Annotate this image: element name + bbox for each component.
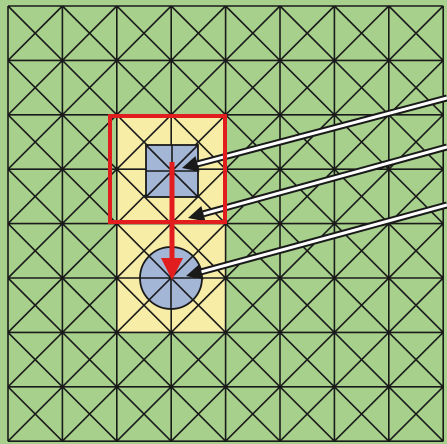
mesh-diagonal [388,59,444,116]
pointer-arrows [182,94,447,280]
mesh-diagonal [170,331,227,388]
mesh-diagonal [333,114,390,170]
mesh-diagonal [279,386,335,442]
mesh-diagonal [225,5,281,61]
pointer-head-icon [188,206,206,222]
mesh-diagonal [116,223,172,279]
mesh-diagonal [61,277,118,333]
mesh-diagonal [170,386,227,442]
selection-overlay [108,114,227,280]
mesh-diagonal [333,277,390,333]
selection-box [108,114,227,224]
mesh-diagonal [279,277,335,333]
mesh-diagonal [170,277,227,333]
mesh-diagonal [7,114,63,170]
mesh-diagonal [61,5,118,61]
mesh-diagonal [333,168,390,225]
pointer-shaft [201,203,447,274]
mesh-diagonal [61,223,118,279]
mesh-diagonal [279,223,335,279]
pointer-head-icon [182,156,200,172]
mesh-diagonal [279,59,335,116]
mesh-diagonal [61,386,118,442]
mesh-diagonal [116,386,172,442]
down-arrow-icon [161,258,183,280]
mesh-diagonal [333,386,390,442]
mesh-diagonal [61,168,118,225]
mesh-diagonal [388,386,444,442]
mesh-diagonal [61,59,118,116]
mesh-diagonal [7,59,63,116]
mesh-diagonal [116,331,172,388]
mesh-diagonal [333,5,390,61]
mesh-diagonal [279,5,335,61]
pointer-arrow [188,143,447,222]
triangle-mesh [7,5,445,443]
mesh-diagonal [388,168,444,225]
mesh-diagonal [116,114,172,170]
mesh-diagonal [7,223,63,279]
mesh-diagonal [279,331,335,388]
mesh-diagonal [279,114,335,170]
mesh-diagonal [7,331,63,388]
mesh-diagonal [7,386,63,442]
mesh-diagonal [225,59,281,116]
mesh-diagonal [333,331,390,388]
mesh-diagonal [225,277,281,333]
mesh-diagonal [225,168,281,225]
mesh-diagonal [225,114,281,170]
mesh-diagonal [225,223,281,279]
mesh-diagonal [388,277,444,333]
mesh-diagonal [61,331,118,388]
pointer-shaft [197,96,447,166]
pointer-arrow [182,94,447,172]
pointer-arrow [186,201,447,280]
mesh-diagonal [116,59,172,116]
mesh-diagonal [388,223,444,279]
mesh-diagonal [116,5,172,61]
mesh-diagonal [170,59,227,116]
mesh-diagonal [225,386,281,442]
pointer-shaft [203,145,447,216]
pointer-head-icon [186,264,204,280]
mesh-diagonal [7,168,63,225]
mesh-diagonal [61,114,118,170]
mesh-diagonal [225,331,281,388]
mesh-diagonal [388,5,444,61]
mesh-diagonal [333,223,390,279]
mesh-diagonal [7,5,63,61]
mesh-diagonal [7,277,63,333]
mesh-diagonal [388,331,444,388]
mesh-diagonal [170,5,227,61]
mesh-diagonal [333,59,390,116]
